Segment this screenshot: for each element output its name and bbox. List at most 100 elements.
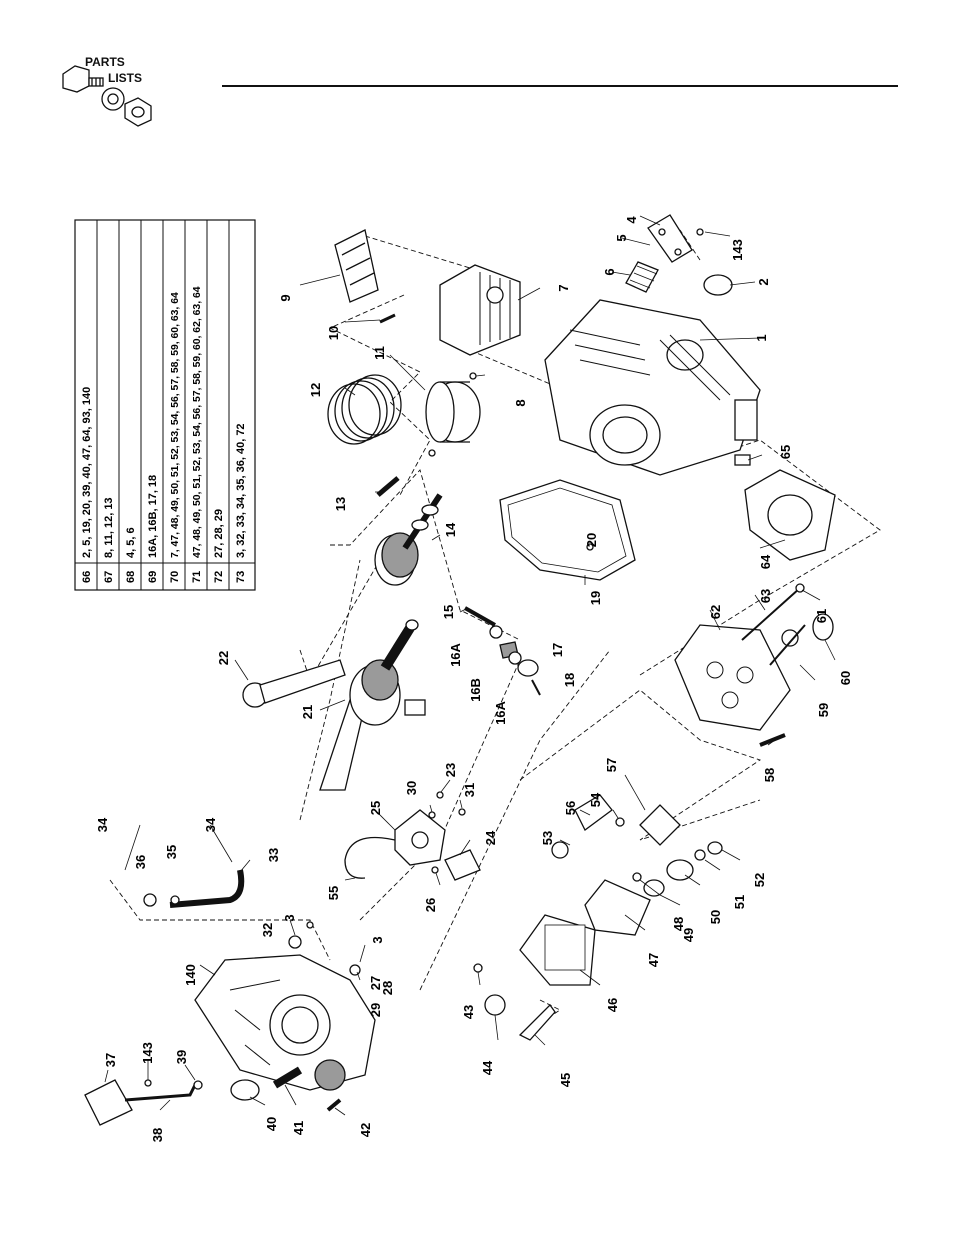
part-26-screw xyxy=(431,866,439,874)
callout-29: 29 xyxy=(368,1003,383,1017)
callout-4: 4 xyxy=(624,216,639,224)
callout-8: 8 xyxy=(513,399,528,406)
logo-label-parts: PARTS xyxy=(85,55,125,69)
part-33-tube xyxy=(143,869,245,908)
part-55-hose xyxy=(344,836,396,879)
part-63-pushrod xyxy=(741,587,801,641)
part-22-connecting-rod xyxy=(242,659,426,716)
kit-number-70: 70 xyxy=(169,571,181,583)
callout-51: 51 xyxy=(732,895,747,909)
part-21-crankshaft xyxy=(319,619,419,791)
callout-16a1: 16A xyxy=(448,642,463,666)
part-9-shroud xyxy=(334,229,379,303)
kit-number-69: 69 xyxy=(147,571,159,583)
part-40-seal xyxy=(230,1079,260,1101)
kit-number-67: 67 xyxy=(103,571,115,583)
part-13-wrist-pin xyxy=(376,476,400,497)
callout-33: 33 xyxy=(266,848,281,862)
part-140-crankcase-cover xyxy=(194,954,376,1091)
callout-58: 58 xyxy=(762,768,777,782)
part-65-bolt xyxy=(734,454,751,466)
callout-5: 5 xyxy=(614,234,629,241)
kit-number-73: 73 xyxy=(235,571,247,583)
callout-143b: 143 xyxy=(730,239,745,261)
part-19-gasket xyxy=(499,479,636,581)
callout-26: 26 xyxy=(423,898,438,912)
callout-47: 47 xyxy=(646,953,661,967)
part-43-screw xyxy=(473,963,483,973)
part-6-filter xyxy=(625,261,659,293)
part-32-fitting xyxy=(288,935,302,949)
callout-62: 62 xyxy=(708,605,723,619)
callout-20: 20 xyxy=(584,533,599,547)
callout-42: 42 xyxy=(358,1123,373,1137)
callout-7: 7 xyxy=(556,284,571,291)
callout-15: 15 xyxy=(441,605,456,619)
callout-48: 48 xyxy=(671,917,686,931)
kit-table: 662, 5, 19, 20, 39, 40, 47, 64, 93, 1406… xyxy=(74,219,256,591)
part-3-screw xyxy=(306,921,314,929)
callout-57: 57 xyxy=(604,758,619,772)
callout-19: 19 xyxy=(588,591,603,605)
callout-44: 44 xyxy=(480,1060,495,1075)
callout-22: 22 xyxy=(216,651,231,665)
part-7-cylinder-head xyxy=(439,264,521,356)
nut-bolt-icon xyxy=(62,65,152,127)
callout-31: 31 xyxy=(462,783,477,797)
part-51-retainer xyxy=(694,849,706,861)
part-30-washer xyxy=(428,811,436,819)
part-44-cap xyxy=(484,994,506,1016)
part-16-17-18-governor xyxy=(489,625,541,696)
callout-14: 14 xyxy=(443,522,458,537)
callout-34b: 34 xyxy=(203,817,218,832)
callout-3b: 3 xyxy=(370,936,385,943)
callout-52: 52 xyxy=(752,873,767,887)
callout-34a: 34 xyxy=(95,817,110,832)
part-14-camshaft xyxy=(374,493,443,586)
part-50-spring xyxy=(666,859,694,881)
callout-27: 27 xyxy=(368,976,383,990)
part-24-plate xyxy=(444,849,481,881)
callout-37: 37 xyxy=(103,1053,118,1067)
part-62-head xyxy=(674,624,791,731)
kit-parts-73: 3, 32, 33, 34, 35, 36, 40, 72 xyxy=(235,423,247,558)
part-10-pin xyxy=(379,313,396,324)
logo-label-lists: LISTS xyxy=(108,71,143,85)
kit-number-72: 72 xyxy=(213,571,225,583)
callout-25: 25 xyxy=(368,801,383,815)
part-37-38-dipstick xyxy=(84,1079,203,1126)
part-12-piston-rings xyxy=(327,374,402,445)
callout-6: 6 xyxy=(602,268,617,275)
leader-lines xyxy=(104,215,836,1116)
kit-parts-72: 27, 28, 29 xyxy=(213,509,225,558)
callout-38: 38 xyxy=(150,1128,165,1142)
callout-13: 13 xyxy=(333,497,348,511)
part-59-60-61-valve xyxy=(769,583,834,666)
callout-10: 10 xyxy=(326,326,341,340)
part-2-seal xyxy=(703,274,733,296)
callout-24: 24 xyxy=(483,830,498,845)
callout-59: 59 xyxy=(816,703,831,717)
callout-61: 61 xyxy=(814,609,829,623)
part-11-piston xyxy=(425,372,481,457)
callout-3a: 3 xyxy=(282,914,297,921)
part-58-bolt xyxy=(759,733,786,747)
kit-parts-70: 7, 47, 48, 49, 50, 51, 52, 53, 54, 56, 5… xyxy=(170,292,181,558)
kit-parts-67: 8, 11, 12, 13 xyxy=(103,497,115,558)
callout-labels: 123345678910111213141516A16A16B171819202… xyxy=(95,216,853,1143)
part-15-shaft xyxy=(464,606,496,627)
callout-60: 60 xyxy=(838,671,853,685)
kit-parts-69: 16A, 16B, 17, 18 xyxy=(147,475,159,558)
callout-40: 40 xyxy=(264,1117,279,1131)
part-52-ring xyxy=(707,841,723,855)
callout-2: 2 xyxy=(756,278,771,285)
callout-12: 12 xyxy=(308,383,323,397)
part-41-gear xyxy=(272,1066,303,1089)
part-4-5-bracket xyxy=(647,214,693,263)
callout-32: 32 xyxy=(260,923,275,937)
callout-21: 21 xyxy=(300,705,315,719)
parts-lists-logo xyxy=(62,65,152,127)
part-47-gasket xyxy=(584,879,651,936)
callout-46: 46 xyxy=(605,998,620,1012)
